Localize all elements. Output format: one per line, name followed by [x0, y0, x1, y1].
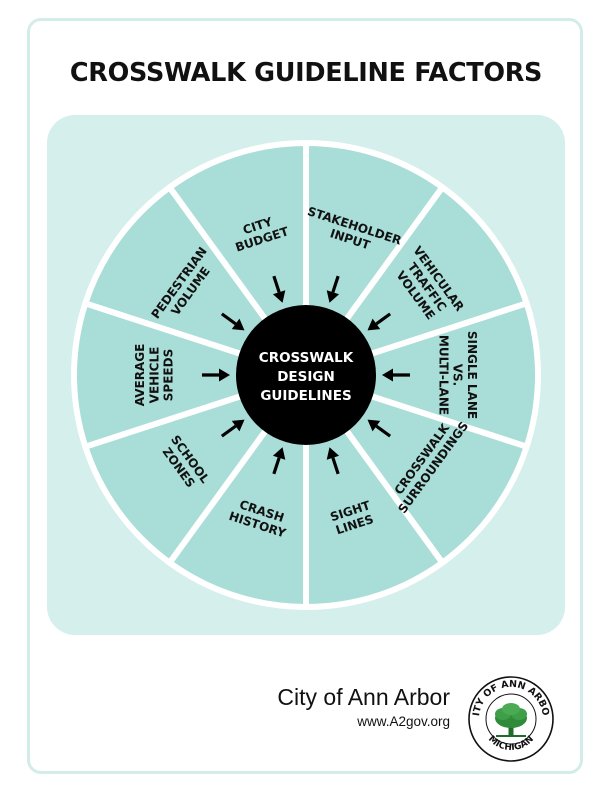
inward-arrow: [367, 419, 392, 438]
factor-label-sight-lines: SIGHTLINES: [329, 498, 378, 538]
inward-arrow: [326, 447, 340, 475]
factor-label-average-vehicle-speeds: AVERAGEVEHICLESPEEDS: [133, 344, 175, 407]
page-title: CROSSWALK GUIDELINE FACTORS: [69, 58, 543, 88]
wheel-segment-vehicular-traffic-volume: [303, 184, 530, 378]
wheel-segment-pedestrian-volume: [82, 184, 309, 378]
inward-arrow: [220, 419, 245, 438]
wheel-segment-single-lane-vs-multi-lane: [303, 300, 542, 450]
wheel-segment-crosswalk-surroundings: [303, 372, 530, 566]
inward-arrow: [220, 312, 245, 331]
wheel-segment-average-vehicle-speeds: [70, 300, 309, 450]
city-website: www.A2gov.org: [357, 714, 450, 729]
inward-arrow: [272, 447, 286, 475]
inward-arrow: [382, 368, 410, 382]
wheel-segment-school-zones: [82, 372, 309, 566]
center-hub: [236, 305, 376, 445]
city-name: City of Ann Arbor: [277, 684, 450, 710]
city-seal-logo: CITY OF ANN ARBOR MICHIGAN: [466, 674, 554, 762]
inward-arrow: [326, 275, 340, 303]
inward-arrow: [367, 312, 392, 331]
inward-arrow: [202, 368, 230, 382]
factor-label-single-lane-vs-multi-lane: SINGLE LANEVS.MULTI-LANE: [437, 331, 479, 419]
tree-icon: [495, 703, 527, 737]
inward-arrow: [272, 275, 286, 303]
